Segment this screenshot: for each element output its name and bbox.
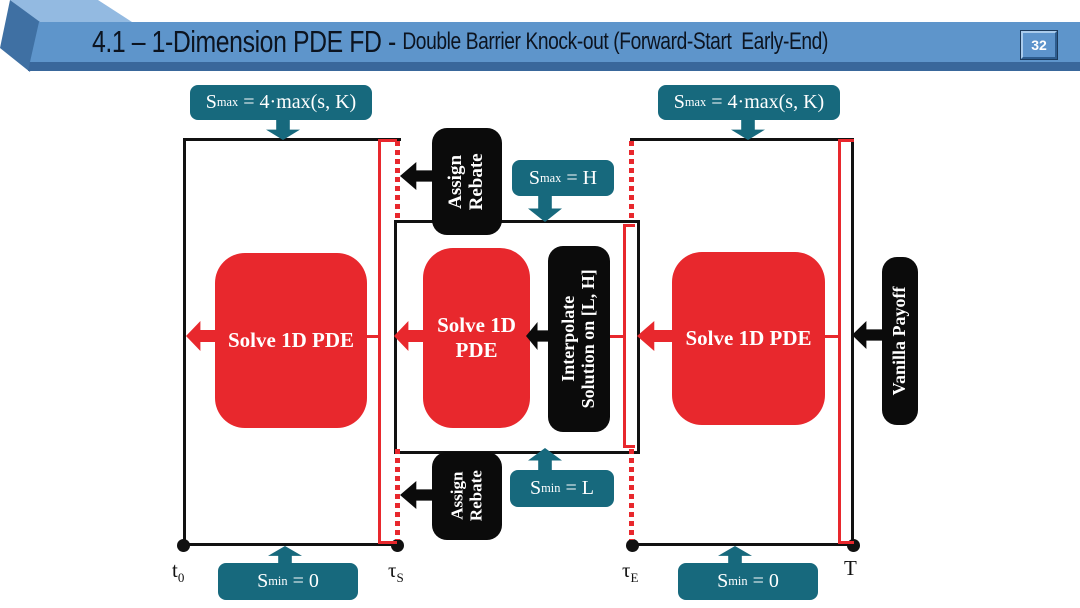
header-bar: [30, 22, 1080, 62]
smin0-left-rest: = 0: [287, 570, 319, 592]
teal-arrow-smax-right: [731, 120, 765, 140]
interpolate-line2: Solution on [L, H]: [578, 269, 598, 409]
smin0-right-rest: = 0: [747, 570, 779, 592]
right-panel-frame: [630, 138, 854, 549]
dotted-boundary-tau-s-bottom: [395, 449, 400, 540]
left-panel-frame: [183, 138, 401, 548]
assign-rebate-top-line1: Assign: [445, 154, 467, 209]
slide-number-badge: 32: [1020, 30, 1058, 60]
assign-rebate-box-bottom: Assign Rebate: [432, 452, 502, 540]
smax-right-rest: = 4·max(s, K): [706, 91, 825, 113]
slide-title-main: 4.1 – 1-Dimension PDE FD -: [92, 24, 403, 59]
header-3d-top-face: [10, 0, 132, 22]
smax-h-rest: = H: [561, 166, 598, 189]
timeline-label-t0: t0: [172, 558, 184, 586]
red-bracket-T: [838, 139, 854, 544]
teal-arrow-smax-left: [266, 120, 300, 140]
dotted-boundary-tau-e-top: [629, 141, 634, 219]
red-connector-right: [823, 335, 839, 338]
smax-left-sub: max: [216, 95, 239, 109]
timeline-label-tau-e: τE: [622, 558, 638, 586]
T-base: T: [844, 556, 857, 580]
smax-left-rest: = 4·max(s, K): [238, 91, 357, 113]
solve-1d-pde-box-middle: Solve 1D PDE: [423, 248, 530, 428]
red-bracket-window: [623, 224, 635, 448]
assign-rebate-bottom-line1: Assign: [447, 471, 467, 521]
slide-title-sub: Double Barrier Knock-out (Forward-Start …: [402, 28, 828, 55]
smax-left-base: S: [205, 91, 217, 113]
t0-sub: 0: [177, 570, 185, 586]
teal-arrow-smax-h: [528, 196, 562, 222]
solve-1d-pde-box-right: Solve 1D PDE: [672, 252, 825, 425]
smin0-right-base: S: [717, 570, 729, 592]
smin0-left-base: S: [257, 570, 269, 592]
timeline-label-T: T: [844, 556, 857, 584]
red-connector-middle: [608, 335, 624, 338]
smin-l-base: S: [530, 477, 542, 499]
black-arrow-assign-top: [400, 162, 434, 190]
timeline-dot-t0: [177, 539, 190, 552]
header-bar-shadow: [28, 62, 1080, 71]
smax-right-sub: max: [684, 95, 707, 109]
assign-rebate-box-top: Assign Rebate: [432, 128, 502, 235]
dotted-boundary-tau-e-bottom: [629, 449, 634, 540]
vanilla-payoff-label: Vanilla Payoff: [889, 286, 910, 396]
smin0-right-sub: min: [728, 574, 748, 588]
black-arrow-assign-bottom: [400, 481, 434, 509]
assign-rebate-bottom-line2: Rebate: [466, 470, 485, 522]
timeline-label-tau-s: τS: [388, 558, 404, 586]
tau-s-base: τ: [388, 558, 397, 582]
smax-right-base: S: [673, 91, 685, 113]
red-bracket-tau-s: [378, 139, 397, 544]
tau-s-sub: S: [396, 570, 404, 586]
interpolate-line1: Interpolate: [558, 296, 579, 382]
black-arrow-vanilla: [852, 321, 882, 349]
timeline-left: [183, 543, 400, 546]
t0-base: t: [172, 558, 178, 582]
tau-e-base: τ: [622, 558, 631, 582]
timeline-right: [630, 543, 856, 546]
tau-e-sub: E: [630, 570, 639, 586]
smin0-left-sub: min: [268, 574, 288, 588]
assign-rebate-top-line2: Rebate: [466, 153, 487, 210]
dotted-boundary-tau-s-top: [395, 141, 400, 219]
smax-h-base: S: [528, 166, 541, 189]
solve-1d-pde-box-left: Solve 1D PDE: [215, 253, 367, 428]
smin-l-sub: min: [541, 481, 561, 495]
smax-h-sub: max: [540, 170, 562, 185]
red-connector-left: [365, 335, 379, 338]
slide-title: 4.1 – 1-Dimension PDE FD - Double Barrie…: [92, 22, 828, 62]
smin-l-rest: = L: [560, 477, 594, 499]
vanilla-payoff-box: Vanilla Payoff: [882, 257, 918, 425]
timeline-dot-tau-e: [626, 539, 639, 552]
interpolate-solution-box: Interpolate Solution on [L, H]: [548, 246, 610, 432]
